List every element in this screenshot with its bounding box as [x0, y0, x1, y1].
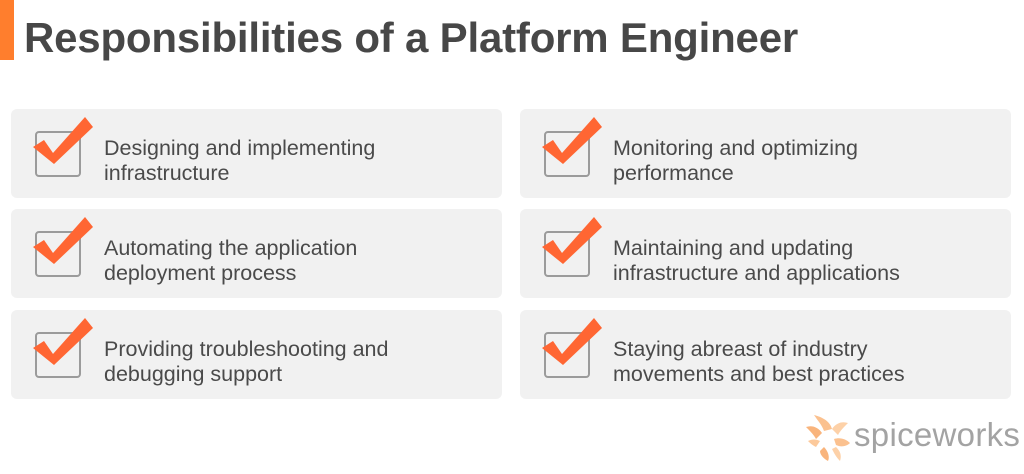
text-line: Staying abreast of industry	[613, 337, 868, 361]
text-line: deployment process	[104, 261, 297, 285]
checkbox-icon	[544, 332, 590, 378]
spiceworks-logo-text: spiceworks	[854, 416, 1021, 453]
title-accent-bar	[0, 0, 14, 60]
responsibility-card: Monitoring and optimizing performance	[520, 109, 1011, 198]
checkbox-icon	[35, 231, 81, 277]
checkmark-icon	[542, 318, 602, 365]
text-line: debugging support	[104, 362, 283, 386]
text-line: movements and best practices	[613, 362, 905, 386]
checkbox-icon	[35, 332, 81, 378]
responsibility-card: Providing troubleshooting and debugging …	[11, 310, 502, 399]
responsibility-card: Automating the application deployment pr…	[11, 209, 502, 298]
checkmark-icon	[33, 217, 93, 264]
spiceworks-logo: spiceworks	[804, 412, 1020, 464]
checkmark-icon	[33, 318, 93, 365]
checkbox-icon	[544, 131, 590, 177]
checkmark-icon	[542, 117, 602, 164]
text-line: Providing troubleshooting and	[104, 337, 389, 361]
responsibility-text: Monitoring and optimizing performance	[613, 136, 858, 186]
text-line: Designing and implementing	[104, 136, 376, 160]
text-line: Maintaining and updating	[613, 236, 854, 260]
page-title: Responsibilities of a Platform Engineer	[24, 14, 799, 61]
spiceworks-logo-icon	[806, 415, 850, 461]
responsibility-card: Staying abreast of industry movements an…	[520, 310, 1011, 399]
responsibility-text: Maintaining and updating infrastructure …	[613, 236, 900, 286]
checkmark-icon	[542, 217, 602, 264]
checkbox-icon	[544, 231, 590, 277]
text-line: infrastructure and applications	[613, 261, 900, 285]
responsibility-card: Maintaining and updating infrastructure …	[520, 209, 1011, 298]
text-line: Monitoring and optimizing	[613, 136, 858, 160]
text-line: infrastructure	[104, 161, 230, 185]
responsibility-text: Designing and implementing infrastructur…	[104, 136, 375, 186]
responsibility-text: Automating the application deployment pr…	[104, 236, 357, 286]
text-line: performance	[613, 161, 734, 185]
responsibility-text: Providing troubleshooting and debugging …	[104, 337, 388, 387]
responsibility-card: Designing and implementing infrastructur…	[11, 109, 502, 198]
text-line: Automating the application	[104, 236, 358, 260]
checkbox-icon	[35, 131, 81, 177]
responsibility-text: Staying abreast of industry movements an…	[613, 337, 905, 387]
checkmark-icon	[33, 117, 93, 164]
